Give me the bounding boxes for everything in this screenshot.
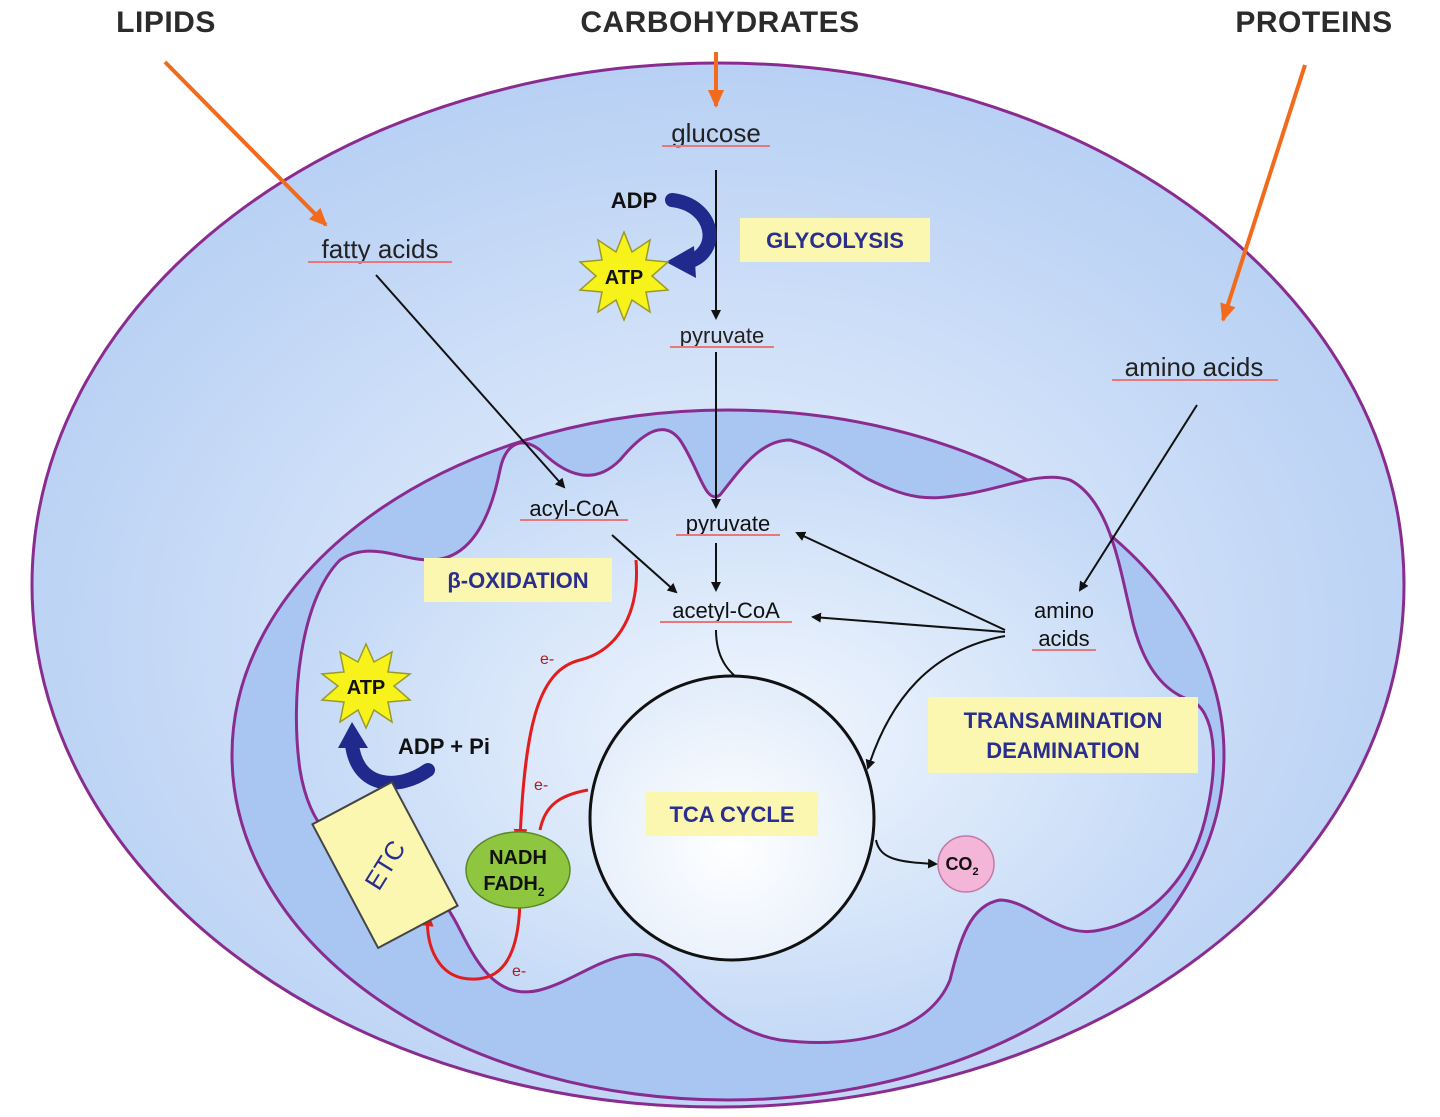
amino-acids-transport-arrow xyxy=(1078,404,1198,592)
proteins-arrow xyxy=(1220,64,1307,322)
nadh-label: NADH xyxy=(489,847,547,869)
tca-cycle-label: TCA CYCLE xyxy=(669,802,794,827)
tca-to-co2-arrow xyxy=(875,839,938,869)
tca-cycle-box xyxy=(646,792,818,836)
glucose-label: glucose xyxy=(671,118,761,148)
amino-to-pyruvate-arrow xyxy=(795,531,1006,631)
nadh-fadh2-oval xyxy=(465,831,571,909)
fatty-acids-to-acylcoa-arrow xyxy=(375,274,566,489)
glycolysis-label: GLYCOLYSIS xyxy=(766,228,904,253)
acyl-coa-label: acyl-CoA xyxy=(529,496,619,521)
amino-to-tca-arrow xyxy=(865,635,1006,770)
pyruvate-mito-label: pyruvate xyxy=(686,511,770,536)
lipids-arrow xyxy=(163,60,328,227)
amino-to-acetylcoa-arrow xyxy=(811,612,1006,633)
etc-complex: ETC xyxy=(311,780,459,950)
amino-acids-mito-label-1: amino xyxy=(1034,598,1094,623)
tca-electron-flow xyxy=(538,788,589,831)
beta-oxidation-label: β-OXIDATION xyxy=(447,568,588,593)
glycolysis-box xyxy=(740,218,930,262)
electron-label-3: e- xyxy=(512,963,526,980)
beta-oxidation-electron-flow xyxy=(513,559,639,843)
etc-adp-atp-arrow xyxy=(345,738,435,790)
fatty-acids-label: fatty acids xyxy=(321,234,438,264)
amino-acids-mito-label-2: acids xyxy=(1038,626,1089,651)
glycolysis-adp-atp-arrow xyxy=(665,193,717,269)
atp-glycolysis-label: ATP xyxy=(605,267,644,289)
acetyl-coa-label: acetyl-CoA xyxy=(672,598,780,623)
co2-circle xyxy=(937,835,995,893)
atp-etc-label: ATP xyxy=(347,677,386,699)
deamination-label: DEAMINATION xyxy=(986,738,1140,763)
co2-label: CO2 xyxy=(945,854,978,878)
amino-acids-cytosol-label: amino acids xyxy=(1125,352,1264,382)
beta-oxidation-box xyxy=(424,558,612,602)
transamination-box xyxy=(928,697,1198,773)
electron-label-1: e- xyxy=(540,651,554,668)
glycolysis-adp-atp-arrowhead xyxy=(666,246,696,278)
nadh-to-etc-electron-flow xyxy=(419,894,522,981)
adp-label: ADP xyxy=(611,188,657,213)
adp-pi-label: ADP + Pi xyxy=(398,734,490,759)
atp-star-glycolysis xyxy=(578,229,670,323)
fadh-label: FADH2 xyxy=(483,873,544,899)
acylcoa-to-acetylcoa-arrow xyxy=(611,534,678,594)
electron-label-2: e- xyxy=(534,777,548,794)
atp-star-etc xyxy=(319,642,413,730)
carbohydrates-heading: CARBOHYDRATES xyxy=(580,6,859,39)
transamination-label: TRANSAMINATION xyxy=(964,708,1163,733)
lipids-heading: LIPIDS xyxy=(116,6,216,39)
pyruvate-cytosol-label: pyruvate xyxy=(680,323,764,348)
proteins-heading: PROTEINS xyxy=(1235,6,1392,39)
etc-adp-atp-arrowhead xyxy=(338,722,368,748)
